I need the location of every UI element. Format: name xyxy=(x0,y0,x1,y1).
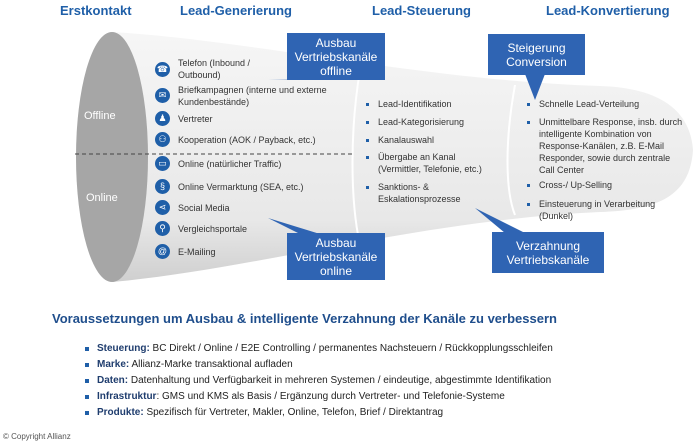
steering-item: Lead-Identifikation xyxy=(366,98,452,110)
conversion-item: Unmittelbare Response, insb. durch intel… xyxy=(527,116,687,176)
callout-conversion: Steigerung Conversion xyxy=(488,34,585,75)
conversion-item: Einsteuerung in Verarbeitung (Dunkel) xyxy=(527,198,667,222)
phase-lead-konvertierung: Lead-Konvertierung xyxy=(546,3,670,18)
requirements-title: Voraussetzungen um Ausbau & intelligente… xyxy=(52,311,557,326)
callout-verzahnung: Verzahnung Vertriebskanäle xyxy=(492,232,604,273)
search-icon: ⚲ xyxy=(155,221,170,236)
steering-item: Sanktions- & Eskalationsprozesse xyxy=(366,181,481,205)
steering-item: Lead-Kategorisierung xyxy=(366,116,464,128)
phase-separator xyxy=(351,69,361,246)
list-item: Vergleichsportale xyxy=(178,224,248,234)
cooperation-icon: ⚇ xyxy=(155,132,170,147)
requirement-label: Daten: xyxy=(97,375,129,386)
callout-pointer xyxy=(525,74,545,100)
phase-erstkontakt: Erstkontakt xyxy=(60,3,132,18)
phase-separator xyxy=(506,84,516,216)
conversion-item: Cross-/ Up-Selling xyxy=(527,179,612,191)
list-item: Online Vermarktung (SEA, etc.) xyxy=(178,182,304,192)
list-item: Vertreter xyxy=(178,114,213,124)
requirement-text: Spezifisch für Vertreter, Makler, Online… xyxy=(143,407,444,418)
requirement-item: Produkte: Spezifisch für Vertreter, Makl… xyxy=(85,406,443,419)
requirement-item: Daten: Datenhaltung und Verfügbarkeit in… xyxy=(85,374,551,387)
phone-icon: ☎ xyxy=(155,62,170,77)
agent-icon: ♟ xyxy=(155,111,170,126)
callout-pointer xyxy=(475,208,525,233)
funnel-mouth xyxy=(76,32,148,282)
phase-lead-steuerung: Lead-Steuerung xyxy=(372,3,471,18)
list-item: Telefon (Inbound / Outbound) xyxy=(178,58,251,80)
online-label: Online xyxy=(86,192,118,204)
steering-item: Übergabe an Kanal (Vermittler, Telefonie… xyxy=(366,151,496,175)
list-item: Kooperation (AOK / Payback, etc.) xyxy=(178,135,316,145)
monitor-icon: ▭ xyxy=(155,156,170,171)
conversion-item: Schnelle Lead-Verteilung xyxy=(527,98,639,110)
list-item: Social Media xyxy=(178,203,230,213)
requirement-item: Infrastruktur: GMS und KMS als Basis / E… xyxy=(85,390,505,403)
requirement-label: Steuerung: xyxy=(97,343,150,354)
callout-pointer xyxy=(268,218,320,234)
requirement-label: Infrastruktur xyxy=(97,391,157,402)
phase-lead-generierung: Lead-Generierung xyxy=(180,3,292,18)
marketing-icon: § xyxy=(155,179,170,194)
steering-item: Kanalauswahl xyxy=(366,134,434,146)
list-item: Online (natürlicher Traffic) xyxy=(178,159,282,169)
at-icon: @ xyxy=(155,244,170,259)
requirement-text: Allianz-Marke transaktional aufladen xyxy=(129,359,293,370)
copyright: © Copyright Allianz xyxy=(3,432,71,441)
requirement-label: Produkte: xyxy=(97,407,144,418)
requirement-item: Steuerung: BC Direkt / Online / E2E Cont… xyxy=(85,342,553,355)
requirement-text: : GMS und KMS als Basis / Ergänzung durc… xyxy=(156,391,505,402)
callout-online: Ausbau Vertriebskanäle online xyxy=(287,233,385,280)
mail-icon: ✉ xyxy=(155,88,170,103)
requirement-label: Marke: xyxy=(97,359,130,370)
requirement-item: Marke: Allianz-Marke transaktional aufla… xyxy=(85,358,293,371)
list-item: E-Mailing xyxy=(178,247,216,257)
share-icon: ⋖ xyxy=(155,200,170,215)
callout-offline: Ausbau Vertriebskanäle offline xyxy=(287,33,385,80)
requirement-text: Datenhaltung und Verfügbarkeit in mehrer… xyxy=(128,375,552,386)
list-item: Briefkampagnen (interne und externe Kund… xyxy=(178,85,327,107)
funnel-body xyxy=(112,32,693,282)
requirement-text: BC Direkt / Online / E2E Controlling / p… xyxy=(149,343,553,354)
funnel-graphic xyxy=(75,32,693,282)
offline-label: Offline xyxy=(84,110,116,122)
